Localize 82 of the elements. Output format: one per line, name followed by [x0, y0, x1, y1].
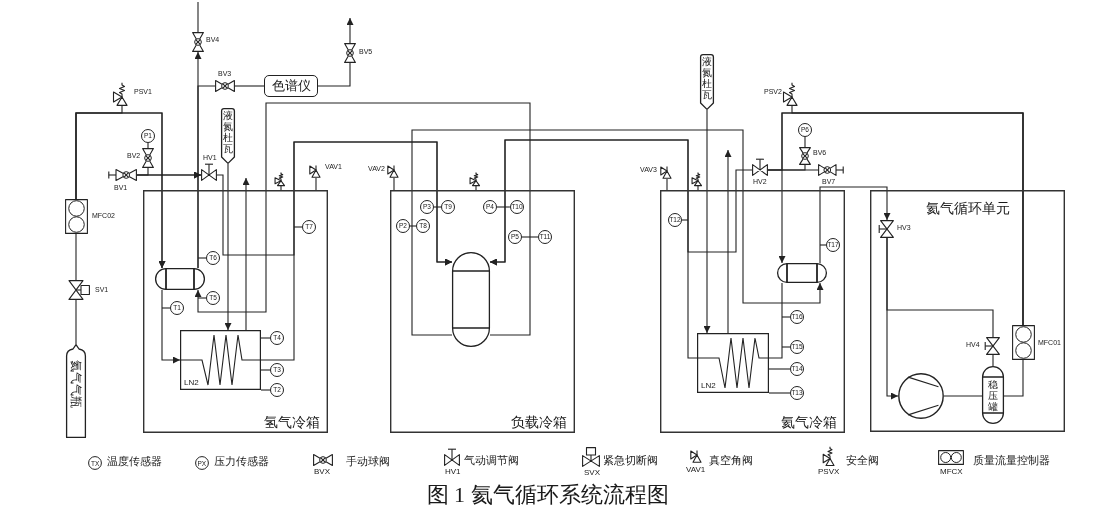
tap-line [197, 257, 207, 259]
tap-line [260, 337, 271, 339]
legend-text: 真空角阀 [709, 454, 753, 467]
dewar-tank: 液氮杜瓦 [221, 108, 235, 164]
legend-text: 手动球阀 [346, 455, 390, 468]
pipe-line [197, 85, 216, 269]
pipe-line [317, 62, 351, 87]
flow-arrow [242, 177, 250, 331]
pipe-line [75, 299, 77, 345]
enclosure-title: 氦气冷箱 [781, 414, 837, 430]
exchanger-label: LN2 [701, 382, 716, 390]
tap-line [293, 226, 303, 228]
tap-line [161, 307, 171, 309]
enclosure-title: 负载冷箱 [511, 414, 567, 430]
tap-line [197, 297, 207, 299]
flow-arrow [161, 289, 181, 364]
tap-line [781, 316, 791, 318]
heat-exchanger [697, 333, 769, 393]
pipe-line [992, 354, 994, 367]
tap-line [804, 136, 806, 148]
pipe-line [315, 177, 317, 191]
flow-arrow [489, 139, 698, 359]
figure-caption: 图 1 氦气循环系统流程图 [425, 481, 670, 509]
flow-arrow [346, 17, 354, 44]
legend-text: 温度传感器 [107, 455, 162, 468]
pipe-line [197, 1, 199, 33]
pipe-line [697, 185, 699, 191]
pipe-line [767, 169, 819, 171]
symbol-code: SVX [584, 468, 600, 477]
flow-arrow [819, 186, 891, 264]
pipe-line [666, 178, 668, 191]
pipe-line [475, 185, 477, 191]
pipe-line [768, 282, 783, 359]
enclosure-title: 氢气冷箱 [264, 414, 320, 430]
gas-cylinder: 氦气气瓶 [66, 344, 86, 438]
pipe-line [1003, 359, 1024, 397]
flow-arrow [194, 102, 531, 336]
pipe-line [393, 177, 395, 191]
flow-arrow [411, 129, 824, 336]
dewar-tank: 液氮杜瓦 [700, 54, 714, 110]
symbol-code: BVX [314, 467, 330, 476]
symbol-code: PSVX [818, 467, 840, 476]
symbol-code: VAV1 [686, 465, 706, 474]
enclosure-frame [660, 190, 845, 433]
exchanger-label: LN2 [184, 379, 199, 387]
flow-arrow [703, 109, 711, 334]
pipe-line [234, 85, 265, 87]
instrument-box: 色谱仪 [264, 75, 318, 97]
enclosure-title: 氦气循环单元 [924, 200, 1011, 216]
enclosure-frame [870, 190, 1065, 432]
tap-line [496, 206, 511, 208]
symbol-code: MFCX [940, 467, 963, 476]
legend-text: 压力传感器 [214, 455, 269, 468]
tap-line [521, 236, 539, 238]
symbol-code: HV1 [445, 467, 461, 476]
enclosure-frame [143, 190, 328, 433]
pipe-line [280, 185, 282, 191]
pipe-line [943, 395, 983, 397]
tap-line [433, 206, 442, 208]
flow-arrow [136, 174, 166, 269]
tap-line [768, 392, 791, 394]
flow-arrow [724, 149, 732, 334]
flow-arrow [224, 163, 232, 331]
flow-arrow [216, 141, 453, 266]
enclosure-frame [390, 190, 575, 433]
pipe-line [75, 233, 77, 281]
legend-text: 紧急切断阀 [603, 454, 658, 467]
heat-exchanger [180, 330, 261, 390]
tap-line [147, 142, 149, 149]
tap-line [260, 389, 271, 391]
flow-arrow [75, 112, 202, 200]
tap-line [768, 368, 791, 370]
legend-text: 气动调节阀 [464, 454, 519, 467]
tap-line [819, 244, 827, 246]
legend-text: 质量流量控制器 [973, 454, 1050, 467]
tap-line [681, 219, 689, 221]
buffer-tank: 稳压罐 [982, 366, 1004, 424]
tap-line [260, 369, 271, 371]
tap-line [409, 225, 417, 227]
pipe-line [886, 237, 994, 338]
tap-line [781, 346, 791, 348]
legend-text: 安全阀 [846, 454, 879, 467]
